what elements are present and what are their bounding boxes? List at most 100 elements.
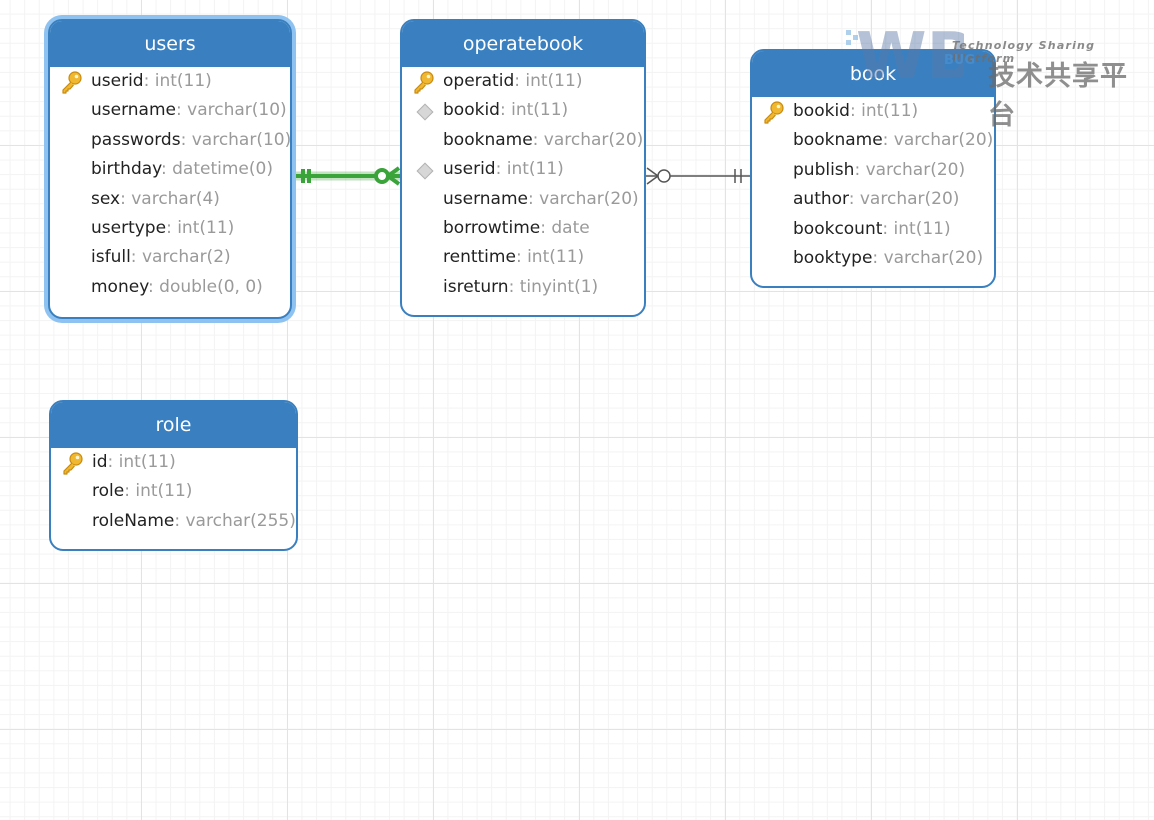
field-type: double(0, 0) xyxy=(159,276,263,297)
field-separator: : xyxy=(107,452,119,472)
field-type: tinyint(1) xyxy=(519,276,599,297)
field-list: operatid: int(11)bookid: int(11)bookname… xyxy=(402,67,644,302)
field-type: int(11) xyxy=(861,101,919,121)
entity-header[interactable]: book xyxy=(752,51,994,97)
watermark: WB Technology Sharing Platform BUG 技术共享平… xyxy=(844,8,1149,131)
field-type: varchar(20) xyxy=(883,247,984,268)
field-type: int(11) xyxy=(118,452,176,472)
field-row-usertype[interactable]: usertype: int(11) xyxy=(50,214,290,243)
field-name: bookid xyxy=(443,100,500,121)
field-row-username[interactable]: username: varchar(10) xyxy=(50,96,290,125)
field-row-bookid[interactable]: bookid: int(11) xyxy=(402,96,644,125)
field-row-userid[interactable]: userid: int(11) xyxy=(50,67,290,96)
field-name: bookname xyxy=(443,129,533,150)
watermark-logo-mark: WB xyxy=(856,20,964,94)
field-type: int(11) xyxy=(511,100,569,121)
field-row-money[interactable]: money: double(0, 0) xyxy=(50,273,290,302)
field-row-birthday[interactable]: birthday: datetime(0) xyxy=(50,155,290,184)
field-row-rolename[interactable]: roleName: varchar(255) xyxy=(51,507,296,536)
primary-key-icon xyxy=(62,71,82,94)
field-type: date xyxy=(551,217,590,238)
field-separator: : xyxy=(166,217,178,238)
relation-operatebook-book[interactable] xyxy=(646,167,750,185)
relation-users-operatebook[interactable] xyxy=(294,166,401,186)
field-name: username xyxy=(443,188,528,209)
field-name: bookname xyxy=(793,130,883,151)
entity-header[interactable]: operatebook xyxy=(402,21,644,67)
field-separator: : xyxy=(148,276,160,297)
field-name: isreturn xyxy=(443,276,509,297)
field-row-bookcount[interactable]: bookcount: int(11) xyxy=(752,215,994,244)
entity-role[interactable]: role id: int(11)role: int(11)roleName: v… xyxy=(49,400,298,551)
field-row-bookid[interactable]: bookid: int(11) xyxy=(752,97,994,126)
entity-operatebook[interactable]: operatebook operatid: int(11)bookid: int… xyxy=(400,19,646,317)
field-type: varchar(20) xyxy=(865,159,966,180)
field-separator: : xyxy=(180,129,192,150)
primary-key-icon xyxy=(414,71,434,94)
field-separator: : xyxy=(882,130,894,151)
field-row-renttime[interactable]: renttime: int(11) xyxy=(402,243,644,272)
field-name: bookid xyxy=(793,101,850,121)
field-separator: : xyxy=(143,71,155,91)
field-list: id: int(11)role: int(11)roleName: varcha… xyxy=(51,448,296,536)
entity-header[interactable]: users xyxy=(50,21,290,67)
field-row-author[interactable]: author: varchar(20) xyxy=(752,185,994,214)
field-name: renttime xyxy=(443,247,516,268)
field-name: id xyxy=(92,452,108,472)
field-list: userid: int(11)username: varchar(10)pass… xyxy=(50,67,290,302)
watermark-badge: BUG xyxy=(944,53,976,68)
field-row-booktype[interactable]: booktype: varchar(20) xyxy=(752,244,994,273)
foreign-key-icon xyxy=(416,103,434,121)
field-row-isreturn[interactable]: isreturn: tinyint(1) xyxy=(402,273,644,302)
field-row-sex[interactable]: sex: varchar(4) xyxy=(50,185,290,214)
field-separator: : xyxy=(495,159,507,180)
field-name: passwords xyxy=(91,129,181,150)
field-type: varchar(2) xyxy=(141,247,231,268)
field-name: roleName xyxy=(92,510,175,531)
field-type: int(11) xyxy=(527,247,585,268)
field-separator: : xyxy=(882,218,894,239)
watermark-logo: WB xyxy=(846,20,964,94)
field-row-operatid[interactable]: operatid: int(11) xyxy=(402,67,644,96)
field-name: userid xyxy=(91,71,144,91)
field-name: birthday xyxy=(91,159,161,180)
field-name: publish xyxy=(793,159,855,180)
field-name: userid xyxy=(443,159,496,180)
field-name: usertype xyxy=(91,217,167,238)
field-separator: : xyxy=(532,129,544,150)
field-row-bookname[interactable]: bookname: varchar(20) xyxy=(402,126,644,155)
field-row-bookname[interactable]: bookname: varchar(20) xyxy=(752,126,994,155)
field-name: operatid xyxy=(443,71,515,91)
entity-users[interactable]: users userid: int(11)username: varchar(1… xyxy=(48,19,292,319)
field-row-username[interactable]: username: varchar(20) xyxy=(402,185,644,214)
entity-book[interactable]: book bookid: int(11)bookname: varchar(20… xyxy=(750,49,996,288)
field-separator: : xyxy=(174,510,186,531)
field-separator: : xyxy=(849,101,862,121)
field-separator: : xyxy=(514,71,526,91)
field-row-passwords[interactable]: passwords: varchar(10) xyxy=(50,126,290,155)
field-separator: : xyxy=(130,247,142,268)
field-row-borrowtime[interactable]: borrowtime: date xyxy=(402,214,644,243)
field-type: int(11) xyxy=(135,481,193,502)
field-name: borrowtime xyxy=(443,217,541,238)
field-row-userid[interactable]: userid: int(11) xyxy=(402,155,644,184)
field-row-role[interactable]: role: int(11) xyxy=(51,477,296,506)
field-separator: : xyxy=(160,159,173,180)
field-row-publish[interactable]: publish: varchar(20) xyxy=(752,156,994,185)
entity-header[interactable]: role xyxy=(51,402,296,448)
field-separator: : xyxy=(872,247,884,268)
field-list: bookid: int(11)bookname: varchar(20)publ… xyxy=(752,97,994,273)
field-name: author xyxy=(793,189,849,210)
field-separator: : xyxy=(515,247,528,268)
field-type: int(11) xyxy=(506,159,564,180)
field-type: int(11) xyxy=(177,217,235,238)
field-separator: : xyxy=(854,159,866,180)
field-type: varchar(20) xyxy=(539,188,639,209)
foreign-key-icon xyxy=(416,162,434,180)
field-row-isfull[interactable]: isfull: varchar(2) xyxy=(50,243,290,272)
field-row-id[interactable]: id: int(11) xyxy=(51,448,296,477)
field-name: money xyxy=(91,276,149,297)
primary-key-icon xyxy=(63,452,83,475)
field-type: varchar(10) xyxy=(187,100,287,121)
